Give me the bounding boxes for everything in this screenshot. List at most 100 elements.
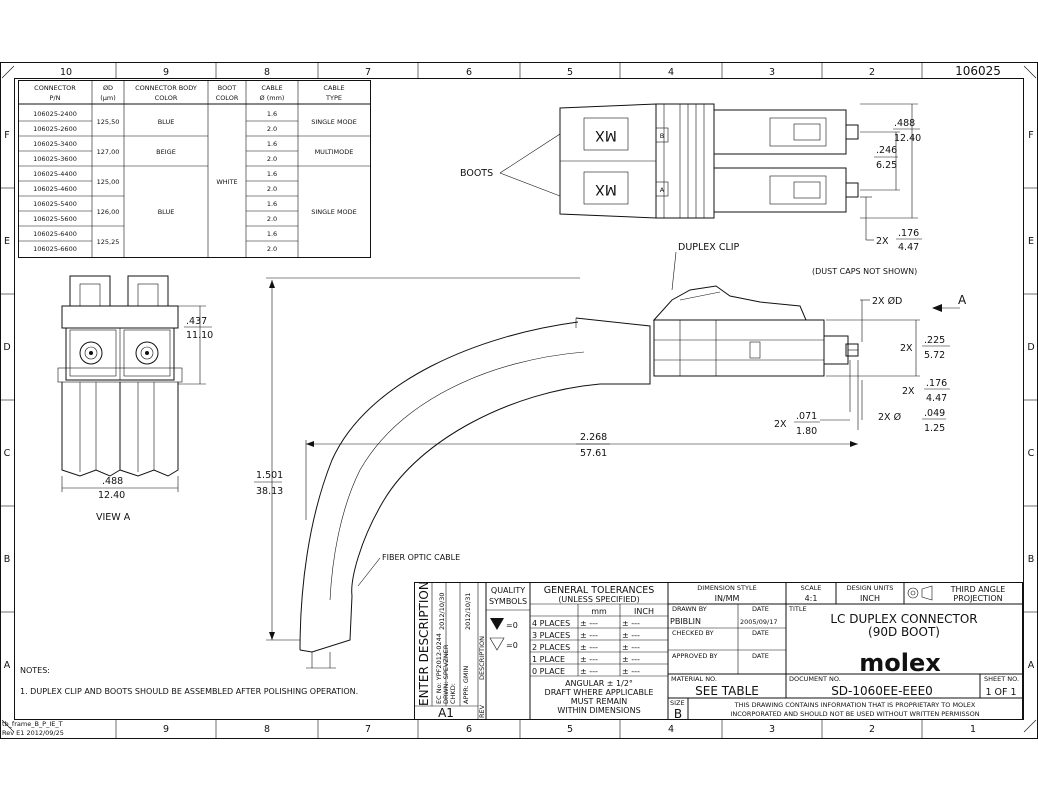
dim-d8-in: .049 — [924, 408, 945, 419]
od-cell: 125,50 — [97, 118, 120, 126]
latch-letter-b: B — [660, 132, 664, 140]
cable-type-cell: MULTIMODE — [315, 148, 354, 156]
zone-left-C: C — [4, 448, 11, 459]
header-boot-color: COLOR — [216, 94, 239, 102]
tol-inch: ± --- — [622, 631, 640, 640]
tol-inch: ± --- — [622, 655, 640, 664]
dim-d3-pre: 2X — [876, 236, 889, 247]
dim-d10-in: 1.501 — [256, 470, 283, 481]
date-val: 2005/09/17 — [740, 618, 777, 626]
dim-d2-in: .246 — [876, 145, 897, 156]
cable-dia-cell: 2.0 — [267, 245, 277, 253]
view-arrow-head — [932, 304, 942, 312]
design-units-val: INCH — [860, 594, 880, 603]
dim-d3-mm: 4.47 — [898, 242, 919, 253]
label-dust-caps: (DUST CAPS NOT SHOWN) — [812, 267, 917, 276]
design-units-label: DESIGN UNITS — [847, 584, 894, 592]
top-view-connector: MX MX B A — [559, 103, 918, 241]
od-cell: 125,00 — [97, 178, 120, 186]
chkd: CHKD: — [449, 683, 457, 704]
footer-frame: tb_frame_B_P_IE_T — [2, 720, 63, 728]
apprd: APPR: GMIN — [462, 666, 470, 704]
label-boots: BOOTS — [460, 168, 493, 179]
zone-top-6: 6 — [466, 67, 472, 78]
rev-label: REV — [478, 704, 486, 718]
zone-top-4: 4 — [668, 67, 674, 78]
size-label: SIZE — [670, 699, 685, 707]
date-label: DATE — [752, 629, 769, 637]
approved-by-label: APPROVED BY — [672, 652, 718, 660]
header-cable-type: TYPE — [325, 94, 342, 102]
projection-circle-icon — [907, 587, 919, 599]
cable-dia-cell: 1.6 — [267, 140, 277, 148]
drawn-by-val: PBIBLIN — [670, 617, 701, 626]
header-cable: CABLE — [261, 84, 282, 92]
rev-box: A1 — [438, 706, 454, 720]
place-4: 4 PLACES — [532, 619, 570, 628]
scale-val: 4:1 — [805, 594, 818, 603]
cable-type-cell: SINGLE MODE — [311, 208, 357, 216]
body-color-cell: BLUE — [158, 208, 175, 216]
description-label: DESCRIPTION — [478, 636, 486, 680]
gen-tol: GENERAL TOLERANCES — [544, 585, 655, 596]
title-block — [414, 582, 1023, 720]
dim-d11-in: .437 — [186, 316, 207, 327]
zone-bottom-1: 1 — [970, 724, 976, 735]
dim-d7-mm: 1.80 — [796, 426, 817, 437]
zone-bottom-9: 9 — [163, 724, 169, 735]
zone-top-2: 2 — [869, 67, 875, 78]
dim-d7-pre: 2X — [774, 419, 787, 430]
place-3: 3 PLACES — [532, 631, 570, 640]
date-label: DATE — [752, 652, 769, 660]
header-od-unit: (µm) — [100, 94, 116, 102]
dim-d7-in: .071 — [796, 411, 817, 422]
dim-d3-in: .176 — [898, 228, 919, 239]
pn-cell: 106025-5400 — [33, 200, 77, 208]
zone-left-F: F — [4, 130, 9, 141]
dim-d12-mm: 12.40 — [98, 490, 125, 501]
dim-d11-mm: 11.10 — [186, 330, 213, 341]
footer-rev: Rev E1 2012/09/25 — [2, 729, 64, 737]
zone-bottom-4: 4 — [668, 724, 674, 735]
place-0: 0 PLACE — [532, 667, 565, 676]
pn-cell: 106025-3400 — [33, 140, 77, 148]
header-pn: P/N — [50, 94, 61, 102]
zone-bottom-7: 7 — [365, 724, 371, 735]
third-angle: THIRD ANGLE — [950, 585, 1006, 594]
zone-bottom-6: 6 — [466, 724, 472, 735]
zone-right-B: B — [1028, 554, 1035, 565]
dim-d1-mm: 12.40 — [894, 133, 921, 144]
cable-dia-cell: 1.6 — [267, 170, 277, 178]
unless: (UNLESS SPECIFIED) — [558, 595, 639, 604]
sheet-no-label: SHEET NO. — [984, 675, 1019, 683]
pn-cell: 106025-4400 — [33, 170, 77, 178]
header-connector: CONNECTOR — [34, 84, 76, 92]
molex-logo: molex — [859, 649, 941, 677]
dim-d1-in: .488 — [894, 118, 915, 129]
proprietary-line-2: INCORPORATED AND SHOULD NOT BE USED WITH… — [730, 710, 979, 718]
zone-right-C: C — [1028, 448, 1035, 459]
angular: ANGULAR ± 1/2° — [565, 679, 633, 688]
cable-dia-cell: 1.6 — [267, 200, 277, 208]
place-2: 2 PLACES — [532, 643, 570, 652]
header-body: CONNECTOR BODY — [135, 84, 197, 92]
tol-mm: ± --- — [580, 655, 598, 664]
within-dimensions: WITHIN DIMENSIONS — [557, 706, 640, 715]
header-od: ØD — [103, 84, 113, 92]
sym1: =0 — [506, 621, 518, 630]
zone-top-8: 8 — [264, 67, 270, 78]
header-cable2: CABLE — [323, 84, 344, 92]
dim-d6-mm: 4.47 — [926, 393, 947, 404]
zone-bottom-5: 5 — [567, 724, 573, 735]
drawing-number: 106025 — [955, 64, 1001, 78]
dim-d9-mm: 57.61 — [580, 448, 607, 459]
title-label: TITLE — [788, 605, 807, 613]
projection: PROJECTION — [953, 594, 1002, 603]
date-2: 2012/10/31 — [464, 593, 472, 630]
zone-left-E: E — [4, 236, 10, 247]
dim-d5-in: .225 — [924, 335, 945, 346]
body-color-cell: BLUE — [158, 118, 175, 126]
dim-d12-in: .488 — [102, 476, 123, 487]
date-1: 2012/10/30 — [438, 593, 446, 630]
